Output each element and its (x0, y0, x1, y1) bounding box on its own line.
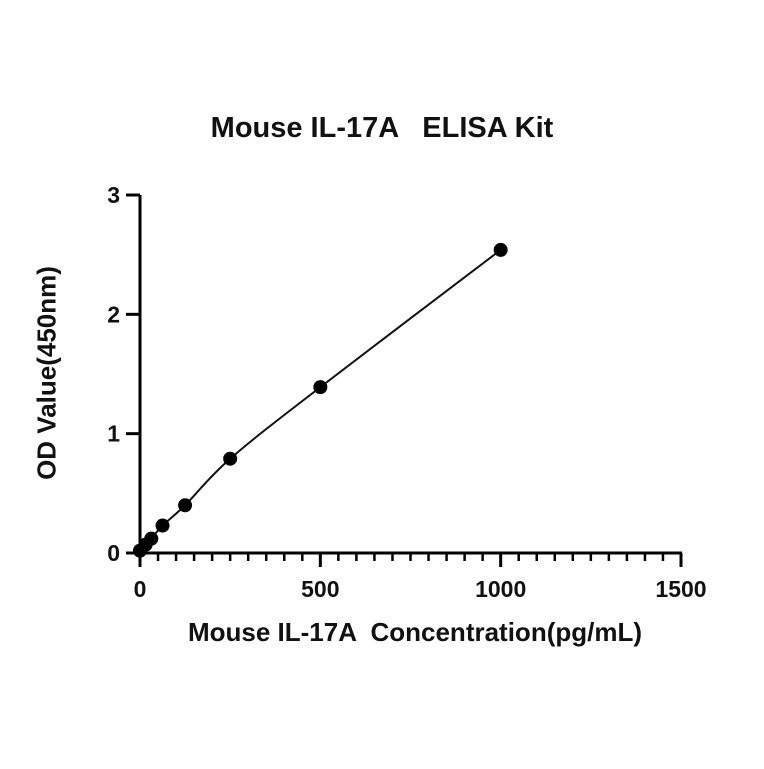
data-point (178, 498, 193, 513)
x-axis-label: Mouse IL-17A Concentration(pg/mL) (187, 617, 643, 647)
y-tick-label: 0 (107, 540, 120, 566)
chart-title: Mouse IL-17A ELISA Kit (210, 112, 554, 144)
data-point (223, 451, 238, 466)
y-tick-label: 3 (107, 182, 120, 208)
data-point (493, 242, 508, 257)
fit-curve (139, 249, 502, 552)
x-tick-label: 1500 (655, 576, 706, 602)
y-tick-label: 2 (107, 301, 120, 327)
data-point (144, 531, 159, 546)
data-point (155, 518, 170, 533)
x-tick-label: 0 (134, 576, 147, 602)
data-point (313, 380, 328, 395)
y-axis-label: OD Value(450nm) (31, 266, 62, 480)
x-tick-label: 500 (301, 576, 339, 602)
x-tick-label: 1000 (475, 576, 526, 602)
y-tick-label: 1 (107, 421, 120, 447)
